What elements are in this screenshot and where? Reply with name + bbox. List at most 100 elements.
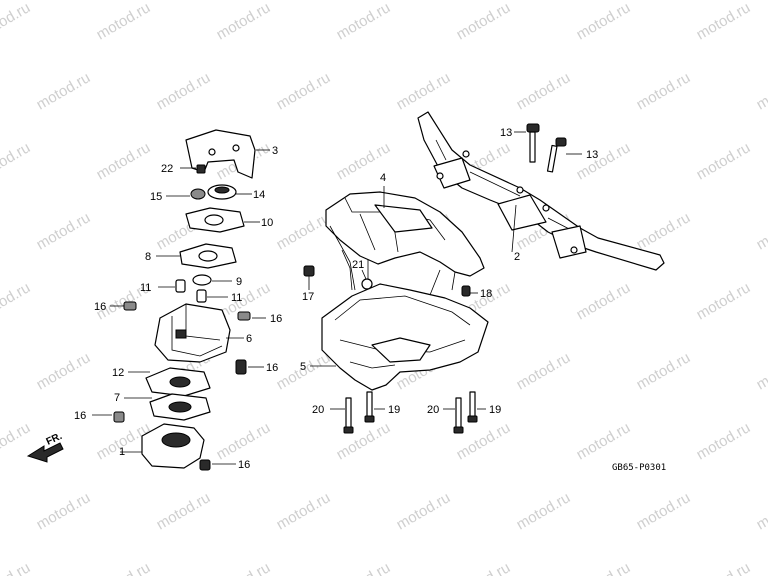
watermark-text: motod.ru [694,559,754,576]
watermark-text: motod.ru [334,559,394,576]
callout-7: 7 [114,392,120,404]
callout-18: 18 [480,288,492,300]
watermark-text: motod.ru [694,419,754,463]
callout-19b: 19 [489,404,501,416]
screw-18 [461,285,478,297]
callout-4: 4 [380,172,386,184]
plate-8 [156,243,237,269]
watermark-text: motod.ru [0,0,33,43]
watermark-text: motod.ru [0,559,33,576]
callout-9: 9 [236,276,242,288]
watermark-text: motod.ru [754,209,768,253]
watermark-text: motod.ru [154,489,214,533]
callout-22: 22 [161,163,173,175]
callout-12: 12 [112,367,124,379]
watermark-text: motod.ru [34,69,94,113]
callout-2: 2 [514,251,520,263]
housing-1 [120,423,205,469]
watermark-text: motod.ru [154,69,214,113]
watermark-text: motod.ru [94,559,154,576]
callout-20b: 20 [427,404,439,416]
bolts-19-20-left [330,391,385,434]
callout-14: 14 [253,189,265,201]
collar-9 [192,274,232,286]
watermark-text: motod.ru [634,69,694,113]
watermark-text: motod.ru [574,419,634,463]
bushing-14 [207,184,252,200]
callout-20a: 20 [312,404,324,416]
watermark-text: motod.ru [514,489,574,533]
watermark-text: motod.ru [334,0,394,43]
watermark-text: motod.ru [634,349,694,393]
callout-21: 21 [352,259,364,271]
callout-16a: 16 [94,301,106,313]
callout-11b: 11 [231,292,242,304]
bolts-19-20-right [443,391,486,434]
screw-16-b [237,311,266,321]
watermark-text: motod.ru [394,69,454,113]
screw-21 [361,269,373,290]
bolt-22 [180,164,206,174]
nut-15 [166,188,206,200]
watermark-text: motod.ru [754,69,768,113]
screw-16-e [199,459,236,471]
top-cover-part [325,186,485,291]
watermark-text: motod.ru [514,69,574,113]
callout-16b: 16 [270,313,282,325]
watermark-text: motod.ru [0,279,33,323]
plate-10 [185,207,260,233]
watermark-text: motod.ru [0,139,33,183]
watermark-text: motod.ru [34,209,94,253]
watermark-text: motod.ru [514,349,574,393]
watermark-text: motod.ru [754,489,768,533]
callout-19a: 19 [388,404,400,416]
screw-16-c [235,359,264,375]
diagram-code: GB65-P0301 [612,463,666,473]
watermark-text: motod.ru [754,349,768,393]
watermark-text: motod.ru [574,279,634,323]
watermark-text: motod.ru [274,209,334,253]
handlebar-part [417,111,665,271]
watermark-text: motod.ru [274,69,334,113]
callout-16d: 16 [74,410,86,422]
callout-5: 5 [300,361,306,373]
watermark-text: motod.ru [0,419,33,463]
watermark-text: motod.ru [574,0,634,43]
clip-17 [303,265,315,290]
watermark-text: motod.ru [634,209,694,253]
collar-11-a [158,279,186,293]
watermark-text: motod.ru [34,489,94,533]
callout-11a: 11 [140,282,151,294]
watermark-text: motod.ru [454,559,514,576]
callout-15: 15 [150,191,162,203]
callout-3: 3 [272,145,278,157]
callout-10: 10 [261,217,273,229]
watermark-text: motod.ru [34,349,94,393]
screw-16-d [92,411,125,423]
watermark-text: motod.ru [694,139,754,183]
watermark-text: motod.ru [214,559,274,576]
collar-11-b [196,289,228,303]
watermark-text: motod.ru [214,419,274,463]
gasket-7 [124,393,211,421]
watermark-text: motod.ru [214,0,274,43]
cover-6 [154,303,244,363]
watermark-text: motod.ru [274,489,334,533]
plate-12 [128,367,211,397]
callout-17: 17 [302,291,314,303]
bolt-13-left [514,123,540,163]
callout-6: 6 [246,333,252,345]
watermark-text: motod.ru [94,0,154,43]
watermark-text: motod.ru [454,419,514,463]
callout-8: 8 [145,251,151,263]
watermark-text: motod.ru [94,139,154,183]
bolt-13-right [546,137,582,173]
watermark-text: motod.ru [694,279,754,323]
watermark-text: motod.ru [694,0,754,43]
callout-1: 1 [119,446,125,458]
callout-16c: 16 [266,362,278,374]
watermark-text: motod.ru [334,419,394,463]
watermark-text: motod.ru [574,559,634,576]
callout-13a: 13 [500,127,512,139]
